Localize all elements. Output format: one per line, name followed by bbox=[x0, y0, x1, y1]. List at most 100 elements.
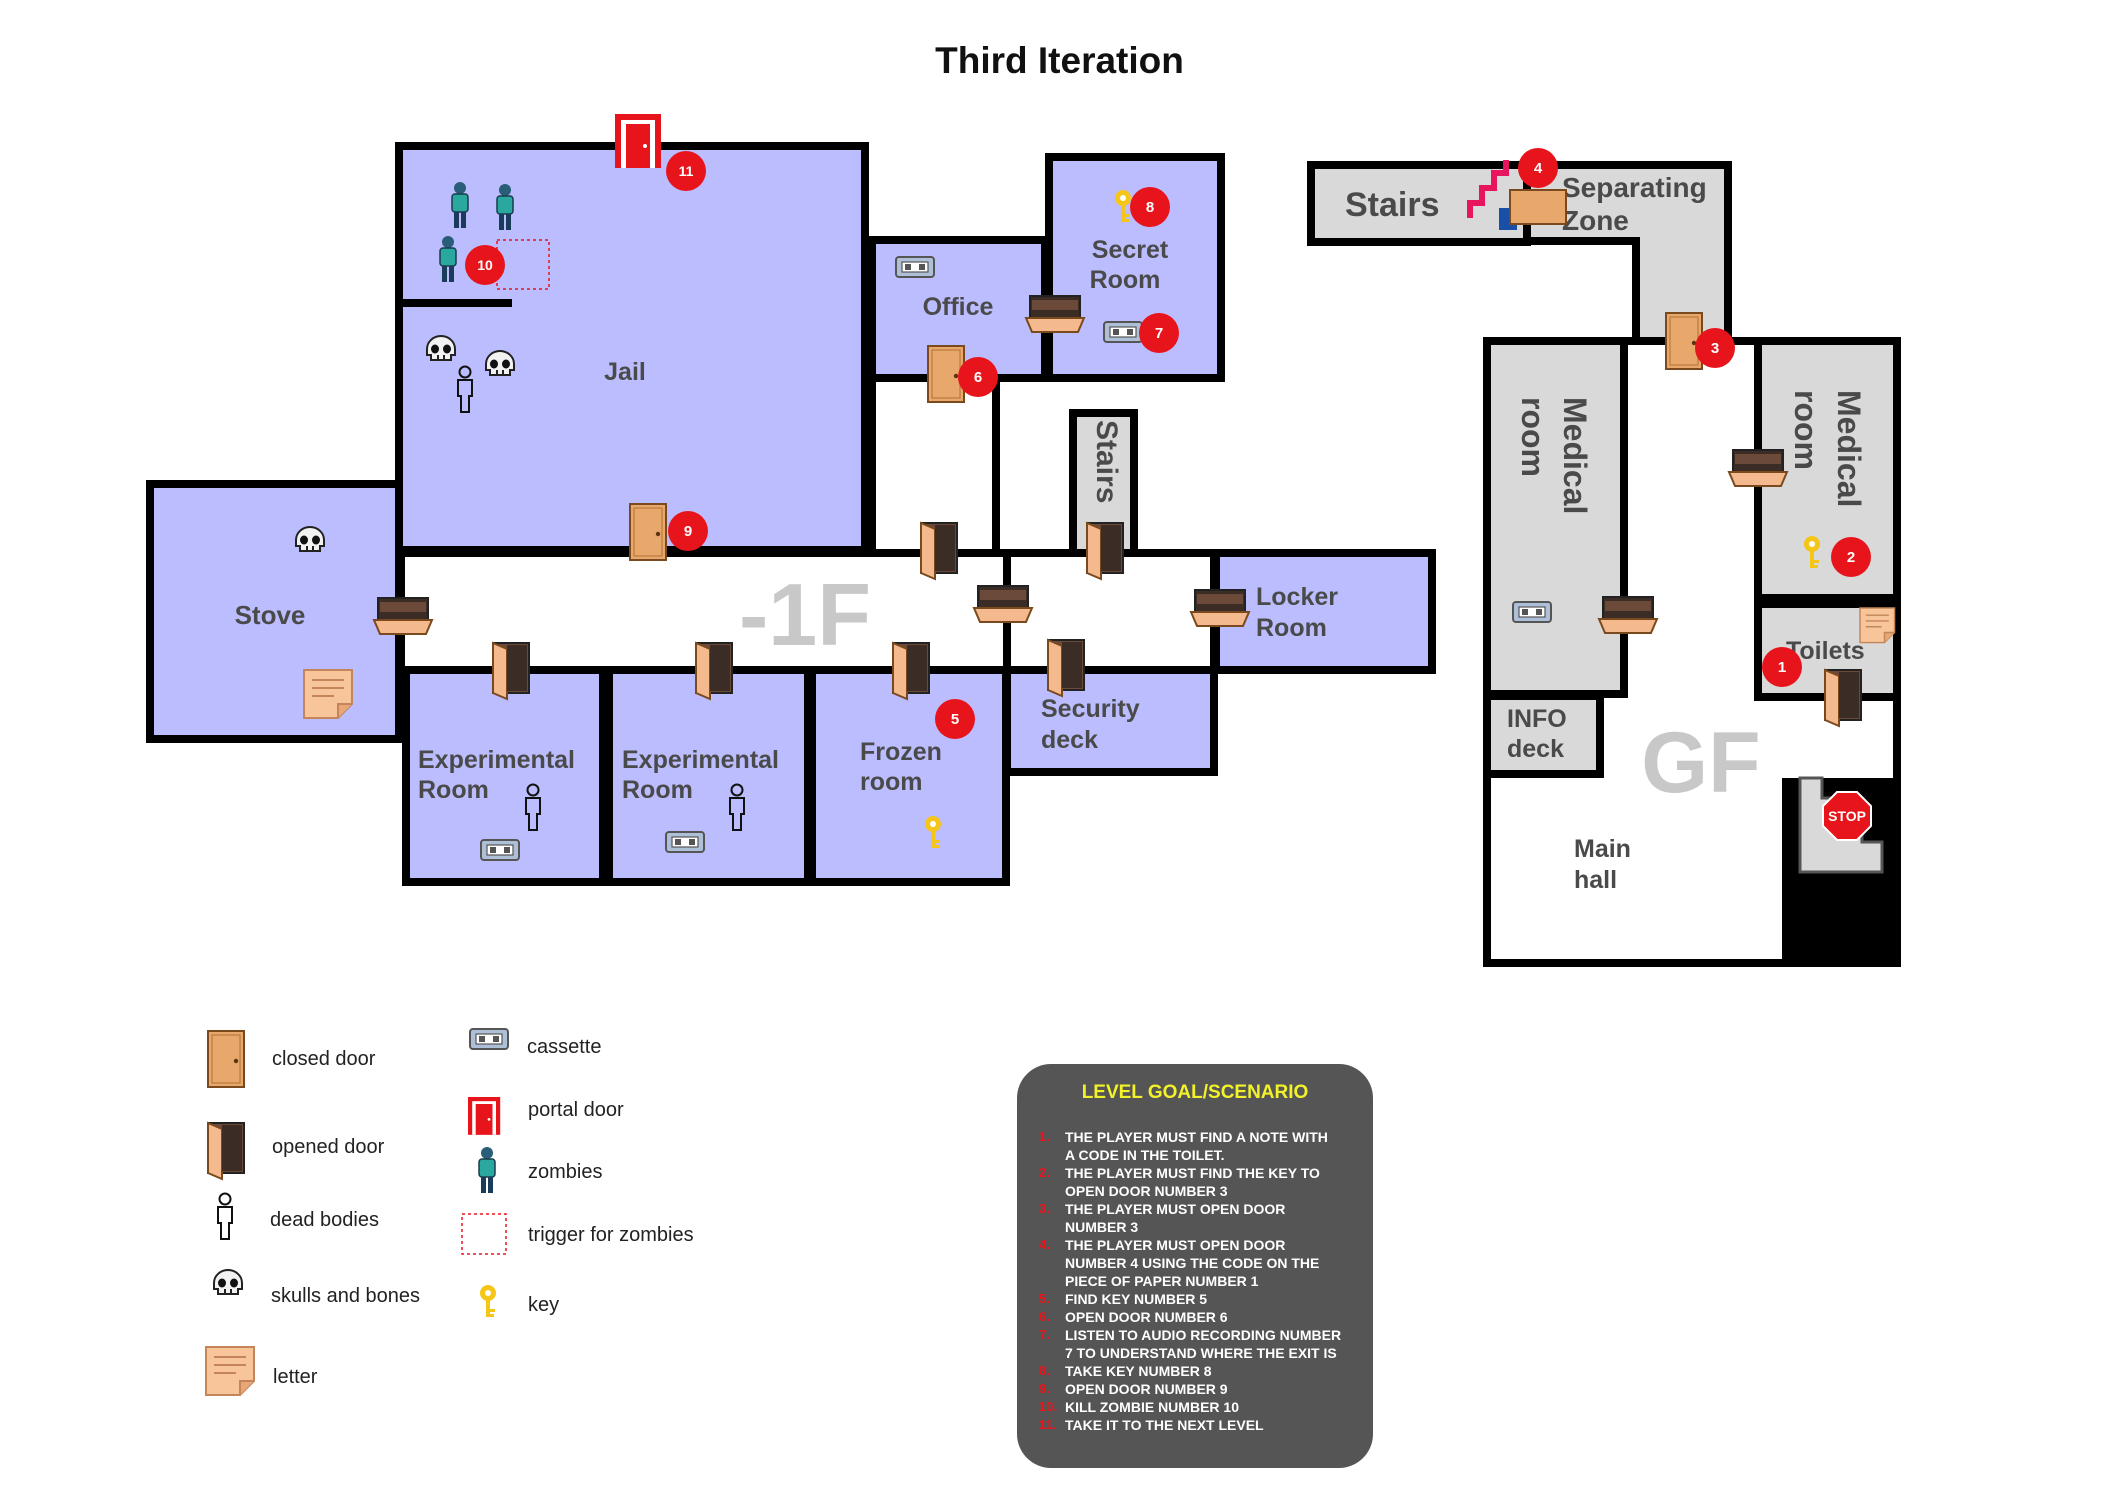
portal-door-icon bbox=[615, 114, 661, 168]
goal-step-number: 4. bbox=[1039, 1237, 1050, 1252]
opened-door-icon bbox=[207, 1122, 245, 1180]
goal-step-number: 11. bbox=[1039, 1417, 1057, 1432]
office-label: Office bbox=[923, 293, 994, 321]
stove-room bbox=[146, 480, 403, 743]
goal-step: 9. OPEN DOOR NUMBER 9 bbox=[1039, 1380, 1351, 1398]
zombie-icon bbox=[478, 1146, 496, 1194]
basement-floor: -1F Jail Office Secret Room Stove Stairs… bbox=[146, 114, 1436, 886]
goal-step-text: FIND KEY NUMBER 5 bbox=[1065, 1291, 1208, 1307]
medical-room-left-label-1: Medical bbox=[1557, 397, 1593, 514]
goal-step-number: 6. bbox=[1039, 1309, 1050, 1324]
marker-7: 7 bbox=[1139, 313, 1179, 353]
marker-3: 3 bbox=[1695, 328, 1735, 368]
zombie-trigger-area bbox=[496, 239, 550, 290]
frozen-room-label-2: room bbox=[860, 768, 923, 796]
marker-label: 6 bbox=[974, 369, 982, 386]
marker-5: 5 bbox=[935, 699, 975, 739]
ground-floor-label: GF bbox=[1641, 715, 1760, 811]
marker-8: 8 bbox=[1130, 187, 1170, 227]
locker-room-label-1: Locker bbox=[1256, 583, 1338, 611]
opened-door-icon bbox=[1598, 596, 1658, 634]
goal-step-text: NUMBER 3 bbox=[1065, 1219, 1139, 1235]
marker-label: 9 bbox=[684, 523, 692, 540]
legend-label-key: key bbox=[528, 1294, 559, 1316]
skull-icon bbox=[295, 526, 325, 552]
opened-door-icon bbox=[492, 642, 530, 700]
stairs-basement-label: Stairs bbox=[1090, 420, 1123, 503]
experimental-room-1-label-1: Experimental bbox=[418, 746, 575, 774]
legend-label-skulls: skulls and bones bbox=[271, 1285, 420, 1307]
jail-label: Jail bbox=[604, 358, 646, 386]
main-hall-label-1: Main bbox=[1574, 835, 1631, 863]
secret-room-label-1: Secret bbox=[1092, 236, 1169, 264]
letter-icon bbox=[303, 669, 353, 719]
opened-door-icon bbox=[1190, 589, 1250, 627]
info-deck bbox=[1483, 692, 1604, 778]
opened-door-icon bbox=[1086, 522, 1124, 580]
marker-label: 10 bbox=[477, 257, 493, 273]
stairs-ground-label: Stairs bbox=[1345, 186, 1440, 224]
marker-label: 4 bbox=[1534, 160, 1543, 177]
goal-step: 8. TAKE KEY NUMBER 8 bbox=[1039, 1362, 1351, 1380]
cassette-icon bbox=[895, 256, 935, 278]
goal-step-text: TAKE IT TO THE NEXT LEVEL bbox=[1065, 1417, 1264, 1433]
opened-door-icon bbox=[695, 642, 733, 700]
opened-door-icon bbox=[1025, 295, 1085, 333]
cassette-icon bbox=[469, 1028, 509, 1050]
goal-step-text: NUMBER 4 USING THE CODE ON THE bbox=[1065, 1255, 1320, 1271]
experimental-room-1-label-2: Room bbox=[418, 776, 489, 804]
experimental-room-2-label-1: Experimental bbox=[622, 746, 779, 774]
opened-door-icon bbox=[920, 522, 958, 580]
secret-room-label-2: Room bbox=[1090, 266, 1161, 294]
marker-11: 11 bbox=[666, 151, 706, 191]
goal-step-number: 8. bbox=[1039, 1363, 1050, 1378]
medical-room-left bbox=[1483, 337, 1628, 698]
stop-sign-text: STOP bbox=[1828, 808, 1866, 824]
goal-step-number: 3. bbox=[1039, 1201, 1050, 1216]
zombie-trigger-icon bbox=[461, 1213, 507, 1255]
marker-label: 2 bbox=[1847, 549, 1855, 566]
goal-step-text: OPEN DOOR NUMBER 3 bbox=[1065, 1183, 1228, 1199]
closed-door-icon bbox=[629, 503, 667, 561]
security-deck-label-2: deck bbox=[1041, 726, 1098, 754]
basement-floor-label: -1F bbox=[739, 565, 871, 664]
locker-room-label-2: Room bbox=[1256, 614, 1327, 642]
goal-step-text: OPEN DOOR NUMBER 9 bbox=[1065, 1381, 1228, 1397]
level-goal-title: LEVEL GOAL/SCENARIO bbox=[1081, 1082, 1309, 1103]
ground-floor: GF Stairs Separating Zone Medical room M… bbox=[1307, 160, 1901, 967]
legend-label-trigger: trigger for zombies bbox=[528, 1224, 694, 1246]
marker-label: 1 bbox=[1778, 659, 1786, 676]
jail-room bbox=[395, 142, 869, 554]
opened-door-icon bbox=[1728, 449, 1788, 487]
goal-step-number: 1. bbox=[1039, 1129, 1050, 1144]
marker-1: 1 bbox=[1762, 647, 1802, 687]
level-goal-panel: LEVEL GOAL/SCENARIO 1. THE PLAYER MUST FI… bbox=[1017, 1064, 1373, 1468]
security-deck-label-1: Security bbox=[1041, 695, 1140, 723]
goal-step-number: 7. bbox=[1039, 1327, 1050, 1342]
closed-door-icon bbox=[1509, 189, 1567, 225]
marker-label: 5 bbox=[951, 711, 959, 728]
legend-label-opened-door: opened door bbox=[272, 1136, 385, 1158]
stairs-icon bbox=[1467, 160, 1509, 218]
frozen-room-label-1: Frozen bbox=[860, 738, 942, 766]
goal-step-number: 9. bbox=[1039, 1381, 1050, 1396]
opened-door-icon bbox=[973, 585, 1033, 623]
goal-step-text: TAKE KEY NUMBER 8 bbox=[1065, 1363, 1212, 1379]
goal-step-text: THE PLAYER MUST OPEN DOOR bbox=[1065, 1237, 1286, 1253]
opened-door-icon bbox=[373, 597, 433, 635]
goal-step-text: LISTEN TO AUDIO RECORDING NUMBER bbox=[1065, 1327, 1342, 1343]
cassette-icon bbox=[1103, 321, 1143, 343]
legend-label-zombies: zombies bbox=[528, 1161, 602, 1183]
marker-6: 6 bbox=[958, 357, 998, 397]
goal-step-text: THE PLAYER MUST FIND A NOTE WITH bbox=[1065, 1129, 1328, 1145]
goal-step-number: 10. bbox=[1039, 1399, 1058, 1414]
goal-step-number: 2. bbox=[1039, 1165, 1050, 1180]
marker-label: 3 bbox=[1711, 340, 1719, 357]
skull-icon bbox=[426, 335, 456, 361]
legend-label-cassette: cassette bbox=[527, 1036, 601, 1058]
goal-step: 5.FIND KEY NUMBER 5 bbox=[1039, 1290, 1351, 1308]
goal-step: 6.OPEN DOOR NUMBER 6 bbox=[1039, 1308, 1351, 1326]
closed-door-icon bbox=[207, 1030, 245, 1088]
marker-9: 9 bbox=[668, 511, 708, 551]
